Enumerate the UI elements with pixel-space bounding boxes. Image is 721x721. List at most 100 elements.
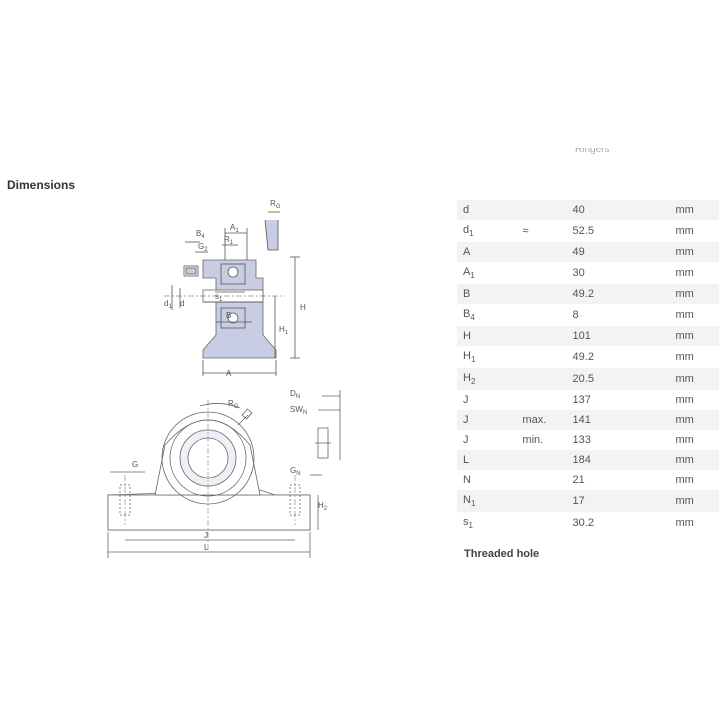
dimension-value: 133 bbox=[572, 434, 591, 446]
label-g2: G2 bbox=[198, 242, 208, 253]
threaded-hole-title: Threaded hole bbox=[464, 548, 540, 560]
dimension-symbol: d bbox=[457, 200, 517, 220]
technical-drawing: RG A1 B4 R1 G2 d1 d s1 B H H1 A bbox=[107, 199, 341, 558]
label-j: J bbox=[204, 531, 208, 540]
dimension-qualifier: min. bbox=[522, 434, 544, 446]
dimension-value: 8 bbox=[572, 309, 579, 321]
dimension-unit: mm bbox=[669, 410, 719, 430]
dimension-qualifier bbox=[516, 368, 567, 390]
dimension-value: 49.2 bbox=[572, 351, 594, 363]
dimension-unit: mm bbox=[675, 309, 694, 321]
dimension-value: 101 bbox=[566, 326, 670, 346]
label-h1: H1 bbox=[279, 325, 289, 336]
label-gn: GN bbox=[290, 466, 301, 477]
dimension-row: H1 49.2 mm bbox=[457, 346, 719, 368]
label-g: G bbox=[132, 460, 138, 469]
dimension-symbol: J bbox=[457, 410, 517, 430]
dimension-unit: mm bbox=[675, 474, 694, 486]
dimension-symbol: B4 bbox=[463, 307, 475, 323]
dimension-value: 17 bbox=[566, 490, 670, 512]
label-a1: A1 bbox=[230, 223, 239, 234]
dimension-unit: mm bbox=[669, 284, 719, 304]
dimension-unit: mm bbox=[669, 490, 719, 512]
dimension-qualifier bbox=[516, 284, 567, 304]
dimension-symbol: d1 bbox=[463, 223, 474, 239]
dimension-value: 49.2 bbox=[566, 284, 670, 304]
label-s1: s1 bbox=[215, 292, 223, 303]
dimension-unit: mm bbox=[675, 267, 694, 279]
dimension-qualifier bbox=[516, 304, 566, 326]
dimension-symbol: A1 bbox=[463, 265, 475, 281]
dimension-unit: mm bbox=[669, 242, 719, 262]
cropped-text: Ringers bbox=[575, 148, 610, 155]
dimension-unit: mm bbox=[669, 326, 719, 346]
label-h: H bbox=[300, 303, 306, 312]
dimension-value: 20.5 bbox=[566, 368, 670, 390]
dimension-row: d1 ≈52.5 mm bbox=[457, 220, 719, 242]
dimension-symbol: H bbox=[457, 326, 517, 346]
dimension-symbol: L bbox=[457, 450, 517, 470]
label-d1: d1 bbox=[164, 299, 172, 310]
front-view bbox=[107, 390, 341, 558]
dimension-unit: mm bbox=[669, 450, 719, 470]
dimension-value: 21 bbox=[572, 474, 585, 486]
dimension-qualifier bbox=[516, 200, 567, 220]
label-dn: DN bbox=[290, 389, 300, 400]
section-title: Dimensions bbox=[7, 178, 76, 192]
dimension-row: J 137 mm bbox=[457, 390, 719, 410]
dimension-symbol: s1 bbox=[463, 515, 473, 531]
dimension-qualifier bbox=[516, 262, 566, 284]
dimension-qualifier bbox=[516, 490, 567, 512]
dimension-value: 184 bbox=[566, 450, 670, 470]
dimension-symbol: B bbox=[457, 284, 517, 304]
label-b: B bbox=[226, 311, 231, 320]
dimension-qualifier bbox=[516, 390, 566, 410]
dimension-value: 40 bbox=[566, 200, 670, 220]
label-rg: RG bbox=[270, 199, 281, 210]
dimension-value: 137 bbox=[572, 394, 591, 406]
dimension-symbol: J bbox=[463, 394, 469, 406]
label-b4: B4 bbox=[196, 229, 205, 240]
dimension-symbol: N bbox=[463, 474, 471, 486]
dimension-symbol: N1 bbox=[457, 490, 517, 512]
dimension-unit: mm bbox=[669, 368, 719, 390]
label-rg-front: RG bbox=[228, 399, 239, 410]
label-swn: SWN bbox=[290, 405, 307, 416]
section-view bbox=[164, 211, 300, 376]
label-l: L bbox=[204, 543, 209, 552]
dimension-row: B4 8 mm bbox=[457, 304, 719, 326]
dimension-row: N 21 mm bbox=[457, 470, 719, 490]
dimension-qualifier bbox=[516, 512, 566, 534]
dimension-unit: mm bbox=[675, 434, 694, 446]
dimension-unit: mm bbox=[675, 225, 694, 237]
dimension-qualifier: ≈ bbox=[522, 225, 529, 237]
dimension-symbol: H2 bbox=[457, 368, 517, 390]
dimension-qualifier: max. bbox=[516, 410, 567, 430]
dimension-unit: mm bbox=[669, 200, 719, 220]
dimension-value: 30 bbox=[572, 267, 585, 279]
dimension-symbol: H1 bbox=[463, 349, 476, 365]
dimension-value: 49 bbox=[566, 242, 670, 262]
dimension-qualifier bbox=[516, 450, 567, 470]
dimension-unit: mm bbox=[675, 394, 694, 406]
dimension-qualifier bbox=[516, 470, 566, 490]
dimension-value: 52.5 bbox=[572, 225, 594, 237]
dimension-symbol: A bbox=[457, 242, 517, 262]
label-h2: H2 bbox=[318, 501, 328, 512]
dimension-qualifier bbox=[516, 242, 567, 262]
label-d: d bbox=[180, 299, 184, 308]
dimension-unit: mm bbox=[675, 351, 694, 363]
dimension-unit: mm bbox=[675, 517, 694, 529]
dimension-symbol: J bbox=[463, 434, 469, 446]
